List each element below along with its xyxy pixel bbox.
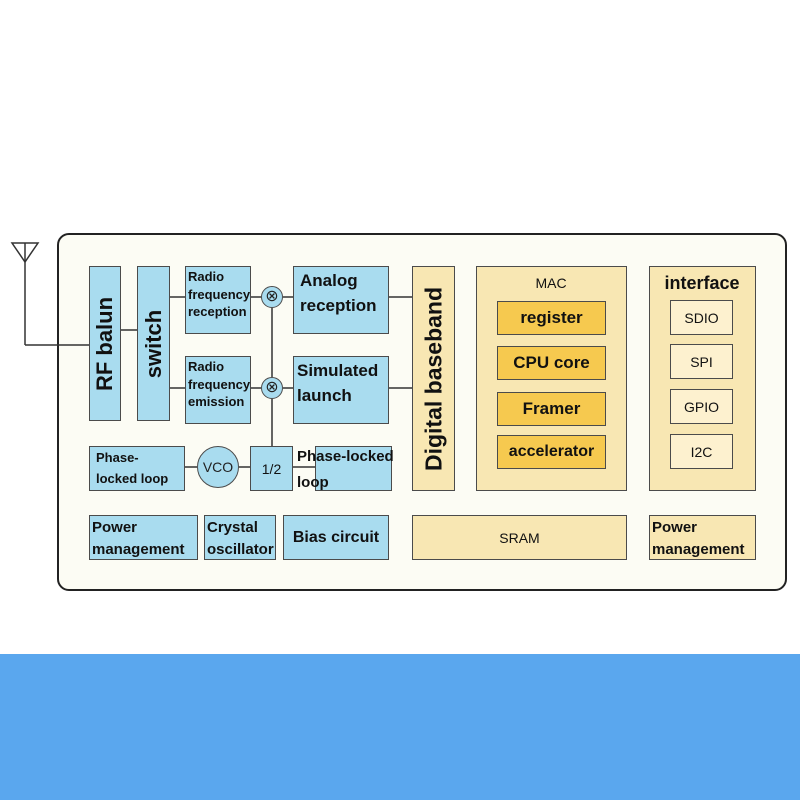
rf-balun-label: RF balun	[92, 296, 117, 391]
switch-block: switch	[137, 266, 170, 421]
analog-reception-block: Analog reception	[293, 266, 389, 334]
digital-baseband-block: Digital baseband	[412, 266, 455, 491]
vco-label: VCO	[202, 459, 234, 475]
power-management-right-block: Power management	[649, 515, 756, 560]
mac-item-register: register	[497, 301, 606, 335]
interface-item-sdio: SDIO	[670, 300, 733, 335]
pll-left-label: Phase-locked loop	[96, 450, 169, 486]
simulated-launch-label: Simulated launch	[297, 361, 379, 405]
rf-reception-label: Radio frequency reception	[188, 269, 251, 320]
simulated-launch-block: Simulated launch	[293, 356, 389, 424]
bias-circuit-block: Bias circuit	[283, 515, 389, 560]
digital-baseband-label: Digital baseband	[420, 286, 446, 471]
mac-item-framer: Framer	[497, 392, 606, 426]
interface-item-i2c: I2C	[670, 434, 733, 469]
pll-right-block	[315, 446, 392, 491]
tx-mixer-icon: ⊗	[261, 377, 283, 399]
power-management-left-block: Power management	[89, 515, 198, 560]
bottom-color-band	[0, 654, 800, 800]
interface-title: interface	[664, 273, 740, 293]
rf-emission-label: Radio frequency emission	[188, 359, 251, 410]
rf-emission-block: Radio frequency emission	[185, 356, 251, 424]
rf-reception-block: Radio frequency reception	[185, 266, 251, 334]
interface-item-spi: SPI	[670, 344, 733, 379]
crystal-oscillator-block: Crystal oscillator	[204, 515, 276, 560]
pll-right-label: Phase-locked loop	[297, 448, 394, 492]
switch-label: switch	[140, 309, 166, 378]
interface-item-gpio: GPIO	[670, 389, 733, 424]
mac-item-cpu-core: CPU core	[497, 346, 606, 380]
analog-reception-label: Analog reception	[300, 271, 377, 315]
vco-block: VCO	[197, 446, 239, 488]
divider-block: 1/2	[250, 446, 293, 491]
mac-item-accelerator: accelerator	[497, 435, 606, 469]
rf-balun-block: RF balun	[89, 266, 121, 421]
divider-label: 1/2	[261, 460, 282, 477]
mac-title: MAC	[535, 275, 567, 291]
sram-block: SRAM	[412, 515, 627, 560]
pll-left-block: Phase-locked loop	[89, 446, 185, 491]
rx-mixer-icon: ⊗	[261, 286, 283, 308]
